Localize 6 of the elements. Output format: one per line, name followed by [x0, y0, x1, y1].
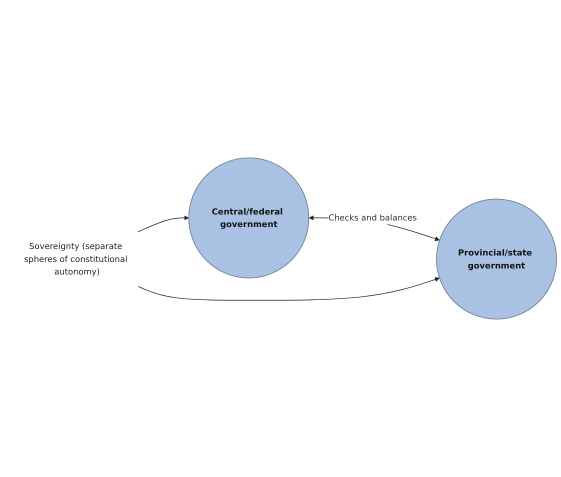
arrow — [138, 277, 440, 301]
node-circle: Provincial/state government — [436, 198, 557, 320]
arrow — [138, 215, 189, 232]
node-text: Sovereignty (separate spheres of constitutional autonomy) — [24, 241, 128, 277]
edge-label: Checks and balances — [328, 212, 417, 223]
node-circle: Central/federal government — [188, 157, 310, 278]
